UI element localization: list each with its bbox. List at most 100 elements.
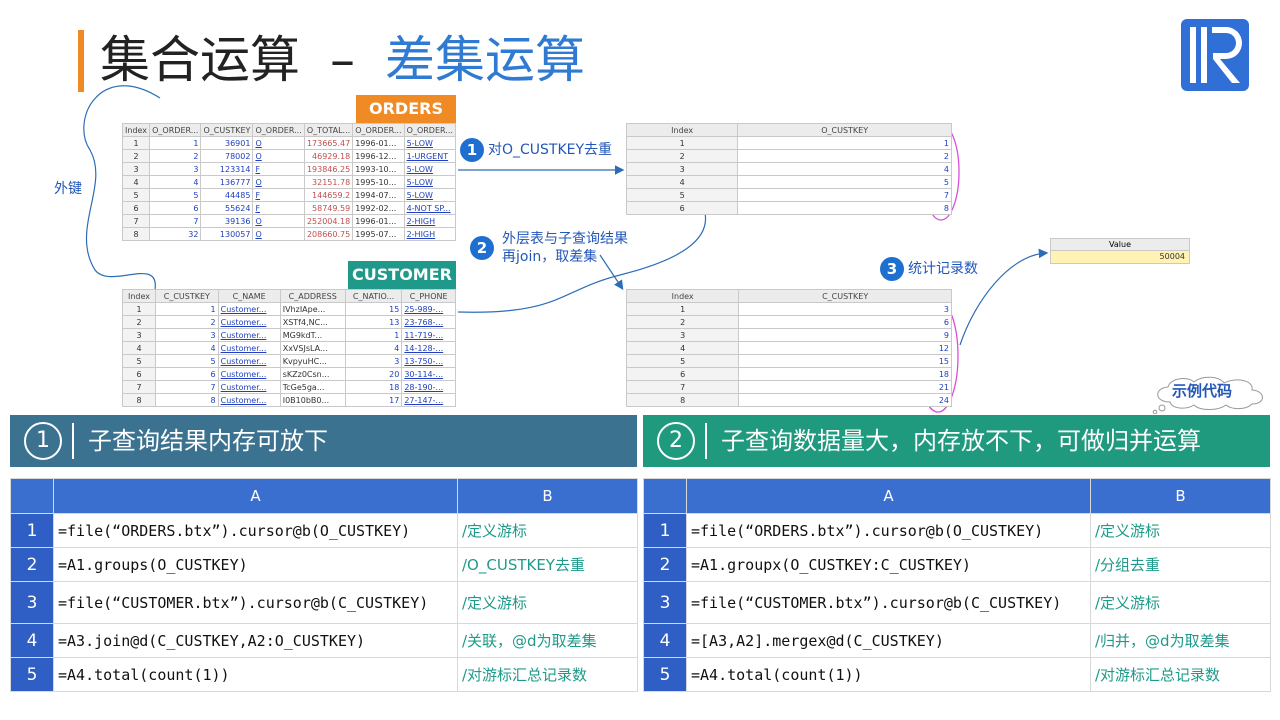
diff-col-header[interactable]: Index — [625, 289, 740, 303]
customer-col-header[interactable]: C_CUSTKEY — [155, 289, 219, 303]
code1-row-number[interactable]: 3 — [10, 581, 54, 624]
code1-row-number[interactable]: 5 — [10, 657, 54, 692]
code2-comment[interactable]: /归并，@d为取差集 — [1090, 623, 1271, 658]
orders-col-header[interactable]: O_TOTAL... — [303, 123, 354, 137]
customer-cell: Customer... — [217, 380, 281, 394]
customer-col-header[interactable]: C_ADDRESS — [279, 289, 346, 303]
code1-comment[interactable]: /定义游标 — [457, 581, 638, 624]
title-right: 差集运算 — [385, 31, 585, 89]
customer-col-header[interactable]: C_NATIO... — [344, 289, 403, 303]
code2-row-number[interactable]: 4 — [643, 623, 687, 658]
orders-col-header[interactable]: O_ORDER... — [352, 123, 405, 137]
code1-comment[interactable]: /对游标汇总记录数 — [457, 657, 638, 692]
code2-expression[interactable]: =[A3,A2].mergex@d(C_CUSTKEY) — [686, 623, 1091, 658]
code2-comment[interactable]: /定义游标 — [1090, 581, 1271, 624]
title-left: 集合运算 — [100, 31, 300, 89]
code1-expression[interactable]: =A3.join@d(C_CUSTKEY,A2:O_CUSTKEY) — [53, 623, 458, 658]
code2-row-number[interactable]: 2 — [643, 547, 687, 582]
code1-comment[interactable]: /O_CUSTKEY去重 — [457, 547, 638, 582]
orders-col-header[interactable]: O_ORDER... — [252, 123, 305, 137]
code-2-col-a[interactable]: A — [686, 478, 1091, 514]
code2-comment[interactable]: /分组去重 — [1090, 547, 1271, 582]
code2-comment[interactable]: /定义游标 — [1090, 513, 1271, 548]
customer-col-header[interactable]: C_NAME — [217, 289, 281, 303]
code1-row-number[interactable]: 2 — [10, 547, 54, 582]
code2-row-number[interactable]: 3 — [643, 581, 687, 624]
code2-expression[interactable]: =file(“ORDERS.btx”).cursor@b(O_CUSTKEY) — [686, 513, 1091, 548]
customer-col-header[interactable]: Index — [121, 289, 157, 303]
code2-expression[interactable]: =A4.total(count(1)) — [686, 657, 1091, 692]
orders-col-header[interactable]: O_CUSTKEY — [200, 123, 254, 137]
orders-col-header[interactable]: O_ORDER... — [149, 123, 202, 137]
code1-expression[interactable]: =file(“ORDERS.btx”).cursor@b(O_CUSTKEY) — [53, 513, 458, 548]
dedup-cell: 7 — [737, 188, 952, 202]
customer-cell: 14-128-... — [401, 341, 456, 355]
customer-col-header[interactable]: C_PHONE — [401, 289, 456, 303]
diff-col-header[interactable]: C_CUSTKEY — [738, 289, 952, 303]
dedup-cell: 5 — [737, 175, 952, 189]
customer-cell: 17 — [344, 393, 403, 407]
code1-comment[interactable]: /定义游标 — [457, 513, 638, 548]
dedup-col-header[interactable]: O_CUSTKEY — [737, 123, 952, 137]
code1-row-number[interactable]: 1 — [10, 513, 54, 548]
dedup-col-header[interactable]: Index — [625, 123, 739, 137]
orders-cell: 78002 — [200, 149, 254, 163]
sample-code-button[interactable]: 示例代码 — [1148, 374, 1270, 414]
code2-expression[interactable]: =file(“CUSTOMER.btx”).cursor@b(C_CUSTKEY… — [686, 581, 1091, 624]
code1-comment[interactable]: /关联，@d为取差集 — [457, 623, 638, 658]
orders-cell: F — [252, 188, 305, 202]
orders-cell: 6 — [121, 201, 151, 215]
cloud-icon — [1152, 376, 1263, 414]
orders-col-header[interactable]: O_ORDER... — [403, 123, 457, 137]
code1-expression[interactable]: =A4.total(count(1)) — [53, 657, 458, 692]
code1-expression[interactable]: =A1.groups(O_CUSTKEY) — [53, 547, 458, 582]
orders-col-header[interactable]: Index — [121, 123, 151, 137]
code2-expression[interactable]: =A1.groupx(O_CUSTKEY:C_CUSTKEY) — [686, 547, 1091, 582]
code1-row-number[interactable]: 4 — [10, 623, 54, 658]
code2-row-number[interactable]: 1 — [643, 513, 687, 548]
code-1-col-b[interactable]: B — [457, 478, 638, 514]
code1-expression[interactable]: =file(“CUSTOMER.btx”).cursor@b(C_CUSTKEY… — [53, 581, 458, 624]
value-cell: 50004 — [1050, 251, 1190, 264]
code-2-col-b[interactable]: B — [1090, 478, 1271, 514]
orders-cell: 2-HIGH — [403, 227, 457, 241]
orders-cell: 32 — [149, 227, 202, 241]
code2-comment[interactable]: /对游标汇总记录数 — [1090, 657, 1271, 692]
code-1-col-a[interactable]: A — [53, 478, 458, 514]
customer-cell: 3 — [121, 328, 157, 342]
customer-cell: 6 — [121, 367, 157, 381]
diff-cell: 6 — [738, 315, 952, 329]
code2-row-number[interactable]: 5 — [643, 657, 687, 692]
